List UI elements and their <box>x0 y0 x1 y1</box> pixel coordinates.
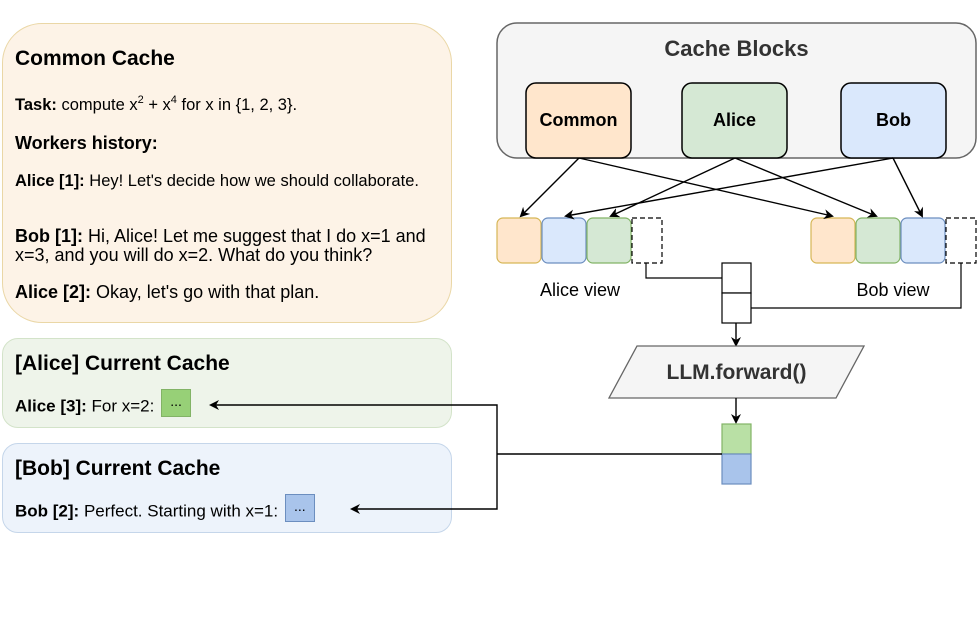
history-message: Bob [1]: Hi, Alice! Let me suggest that … <box>15 227 445 265</box>
speaker-label: Alice [3]: <box>15 396 87 416</box>
message-text: Hi, Alice! Let me suggest that I do x=1 … <box>15 226 426 265</box>
bob-view-bob-cell <box>900 217 946 264</box>
llm-forward-node <box>607 345 866 399</box>
batch-slot-bob <box>721 292 752 324</box>
alice-view-empty-slot <box>631 217 663 264</box>
arrow-alice-to-alice-view <box>609 157 736 218</box>
cache-blocks-title: Cache Blocks <box>664 36 809 61</box>
llm-forward-label: LLM.forward() <box>666 361 807 384</box>
speaker-label: Alice [1]: <box>15 172 85 190</box>
block-label-bob: Bob <box>876 110 911 130</box>
arrow-alice-to-bob-view <box>734 157 878 218</box>
alice-view-bob-cell <box>541 217 587 264</box>
block-label-alice: Alice <box>712 110 757 130</box>
history-message: Alice [1]: Hey! Let's decide how we shou… <box>15 173 445 190</box>
speaker-label: Bob [1]: <box>15 226 83 246</box>
bob-view-common-cell <box>810 217 856 264</box>
arrow-bob-to-bob-view <box>892 157 923 218</box>
arrow-bob-to-alice-view <box>564 157 894 220</box>
message-text: Perfect. Starting with x=1: <box>79 501 283 521</box>
arrow-output-to-bob-token <box>350 454 498 514</box>
bob-cache-title: [Bob] Current Cache <box>15 457 221 480</box>
bob-view-label: Bob view <box>856 280 930 300</box>
alice-current-message: Alice [3]: For x=2: ... <box>15 389 445 417</box>
output-token-alice <box>721 423 752 455</box>
workers-history-label: Workers history: <box>15 133 158 153</box>
history-message: Alice [2]: Okay, let's go with that plan… <box>15 282 445 302</box>
common-cache-title: Common Cache <box>15 47 175 70</box>
arrow-common-to-alice-view <box>519 157 580 218</box>
arrow-output-to-alice-token <box>209 400 498 454</box>
task-line: Task: compute x2 + x4 for x in {1, 2, 3}… <box>15 94 445 114</box>
connector-alice-slot-to-batch <box>645 263 722 279</box>
batch-slot-alice <box>721 262 752 294</box>
message-text: Hey! Let's decide how we should collabor… <box>84 172 419 190</box>
task-text: for x in {1, 2, 3}. <box>176 96 298 114</box>
output-token-bob <box>721 453 752 485</box>
alice-view-common-cell <box>496 217 542 264</box>
speaker-label: Bob [2]: <box>15 501 80 521</box>
alice-view-label: Alice view <box>539 280 621 300</box>
alice-token-block: ... <box>161 389 192 417</box>
message-text: Okay, let's go with that plan. <box>91 282 320 302</box>
alice-cache-title: [Alice] Current Cache <box>15 352 230 375</box>
exponent: 2 <box>137 94 144 106</box>
bob-current-message: Bob [2]: Perfect. Starting with x=1: ... <box>15 494 445 522</box>
bob-view-empty-slot <box>945 217 977 264</box>
block-label-common: Common <box>539 110 618 130</box>
alice-current-cache-panel: [Alice] Current Cache Alice [3]: For x=2… <box>2 338 452 428</box>
bob-current-cache-panel: [Bob] Current Cache Bob [2]: Perfect. St… <box>2 443 452 533</box>
common-cache-panel: Common Cache Task: compute x2 + x4 for x… <box>2 23 452 323</box>
arrow-common-to-bob-view <box>578 157 834 220</box>
bob-token-block: ... <box>284 494 315 522</box>
speaker-label: Alice [2]: <box>15 282 92 302</box>
task-label: Task: <box>15 96 57 114</box>
task-text: compute x <box>56 96 138 114</box>
task-text: + x <box>143 96 171 114</box>
bob-view-alice-cell <box>855 217 901 264</box>
alice-view-alice-cell <box>586 217 632 264</box>
connector-bob-slot-to-batch <box>751 263 962 309</box>
message-text: For x=2: <box>86 396 160 416</box>
exponent: 4 <box>170 94 177 106</box>
